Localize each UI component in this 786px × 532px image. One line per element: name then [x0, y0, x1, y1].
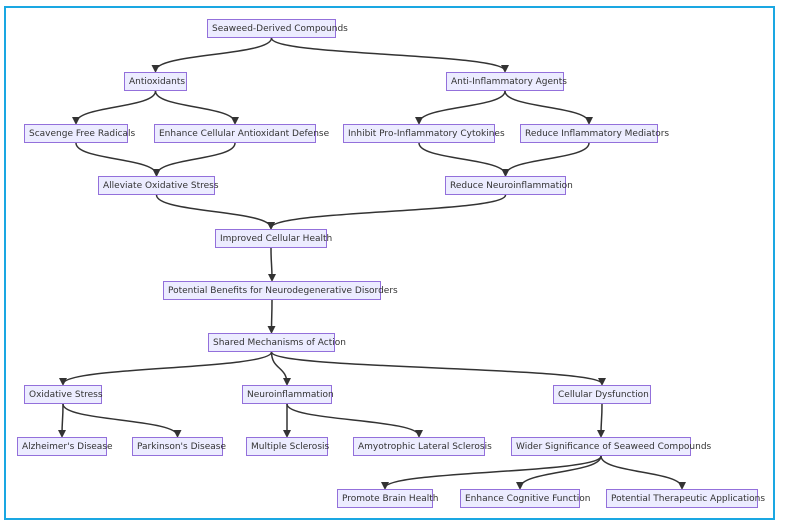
node-scavenge: Scavenge Free Radicals	[24, 124, 135, 143]
edge-anti_inflammatory-to-inhibit_cytokines	[415, 90, 506, 125]
edge-shared_mech-to-cellular_dysfunction	[270, 351, 606, 386]
node-shared-mechanisms: Shared Mechanisms of Action	[208, 333, 346, 352]
node-reduce-neuro: Reduce Neuroinflammation	[445, 176, 573, 195]
node-improved-health: Improved Cellular Health	[215, 229, 332, 248]
node-enhance-defense: Enhance Cellular Antioxidant Defense	[154, 124, 329, 143]
node-neuroinflammation: Neuroinflammation	[242, 385, 334, 404]
edge-wider-to-therapeutic	[600, 455, 686, 490]
node-promote-brain-health: Promote Brain Health	[337, 489, 439, 508]
node-oxidative-stress: Oxidative Stress	[24, 385, 103, 404]
edge-antioxidants-to-enhance_defense	[154, 90, 239, 125]
edge-neuroinflammation-to-als	[286, 403, 423, 438]
node-parkinsons: Parkinson's Disease	[132, 437, 226, 456]
edge-seaweed-to-antioxidants	[151, 37, 273, 73]
node-enhance-cognitive: Enhance Cognitive Function	[460, 489, 590, 508]
node-cellular-dysfunction: Cellular Dysfunction	[553, 385, 651, 404]
node-multiple-sclerosis: Multiple Sclerosis	[246, 437, 329, 456]
edge-oxidative_stress-to-parkinsons	[62, 403, 182, 438]
node-inhibit-cytokines: Inhibit Pro-Inflammatory Cytokines	[343, 124, 505, 143]
edge-wider-to-cognitive	[516, 455, 602, 490]
edge-shared_mech-to-oxidative_stress	[59, 351, 273, 386]
edge-cellular_dysfunction-to-wider	[597, 403, 606, 438]
edge-oxidative_stress-to-alzheimers	[58, 403, 67, 438]
edge-scavenge-to-alleviate	[75, 142, 161, 177]
edge-improved_health-to-potential_benefits	[267, 247, 276, 282]
edge-enhance_defense-to-alleviate	[152, 142, 236, 177]
edge-potential_benefits-to-shared_mech	[267, 299, 276, 334]
node-alzheimers: Alzheimer's Disease	[17, 437, 113, 456]
node-wider-significance: Wider Significance of Seaweed Compounds	[511, 437, 711, 456]
edge-reduce_mediators-to-reduce_neuro	[501, 142, 590, 177]
edge-anti_inflammatory-to-reduce_mediators	[504, 90, 593, 125]
node-alleviate: Alleviate Oxidative Stress	[98, 176, 219, 195]
edge-inhibit_cytokines-to-reduce_neuro	[418, 142, 510, 177]
node-anti-inflammatory: Anti-Inflammatory Agents	[446, 72, 567, 91]
node-reduce-mediators: Reduce Inflammatory Mediators	[520, 124, 669, 143]
node-antioxidants: Antioxidants	[124, 72, 187, 91]
edge-antioxidants-to-scavenge	[72, 90, 157, 125]
node-als: Amyotrophic Lateral Sclerosis	[353, 437, 492, 456]
edge-alleviate-to-improved_health	[155, 194, 275, 230]
edge-reduce_neuro-to-improved_health	[267, 194, 507, 230]
node-potential-benefits: Potential Benefits for Neurodegenerative…	[163, 281, 398, 300]
edge-seaweed-to-anti_inflammatory	[270, 37, 509, 73]
node-therapeutic: Potential Therapeutic Applications	[606, 489, 765, 508]
edge-shared_mech-to-neuroinflammation	[270, 351, 291, 386]
diagram-frame	[4, 6, 775, 520]
node-seaweed: Seaweed-Derived Compounds	[207, 19, 348, 38]
edge-wider-to-brain_health	[381, 455, 602, 490]
